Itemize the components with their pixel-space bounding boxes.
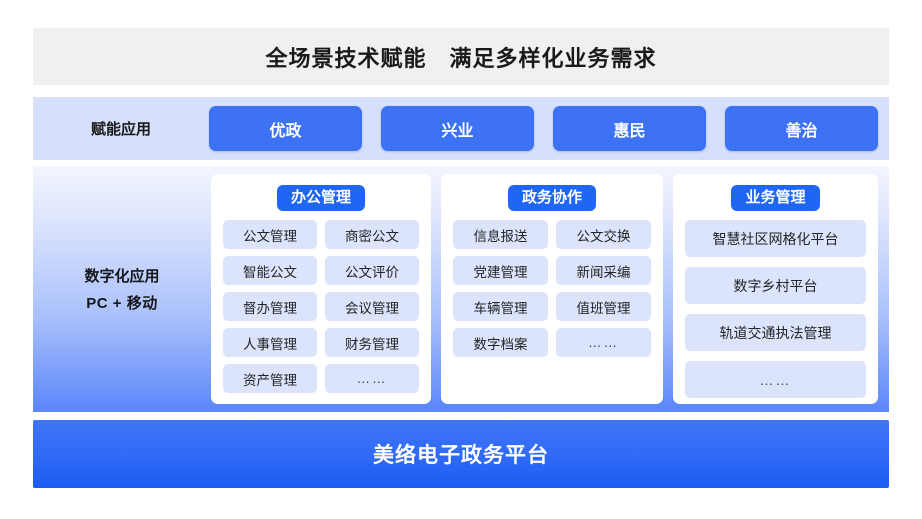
enabling-applications-label: 赋能应用	[90, 121, 151, 138]
enabling-applications-buttons: 优政 兴业 惠民 善治	[209, 106, 889, 151]
chip-item[interactable]: 智能公文	[223, 256, 317, 285]
card-government-collaboration: 政务协作 信息报送 公文交换 党建管理 新闻采编 车辆管理 值班管理 数字档案 …	[441, 174, 663, 404]
chip-item[interactable]: 会议管理	[325, 292, 419, 321]
chip-grid-business-management: 智慧社区网格化平台 数字乡村平台 轨道交通执法管理 ……	[685, 220, 866, 398]
chip-item[interactable]: 值班管理	[556, 292, 651, 321]
app-button-huimin[interactable]: 惠民	[553, 106, 706, 151]
chip-item[interactable]: 财务管理	[325, 328, 419, 357]
chip-item-more[interactable]: ……	[556, 328, 651, 357]
chip-item[interactable]: 轨道交通执法管理	[685, 314, 866, 351]
chip-item[interactable]: 督办管理	[223, 292, 317, 321]
digital-applications-label: 数字化应用 PC + 移动	[33, 166, 211, 412]
chip-item-more[interactable]: ……	[685, 361, 866, 398]
chip-item[interactable]: 数字乡村平台	[685, 267, 866, 304]
chip-item[interactable]: 党建管理	[453, 256, 548, 285]
chip-item[interactable]: 人事管理	[223, 328, 317, 357]
chip-grid-office-management: 公文管理 商密公文 智能公文 公文评价 督办管理 会议管理 人事管理 财务管理 …	[223, 220, 419, 393]
card-business-management: 业务管理 智慧社区网格化平台 数字乡村平台 轨道交通执法管理 ……	[673, 174, 878, 404]
chip-item[interactable]: 智慧社区网格化平台	[685, 220, 866, 257]
chip-item[interactable]: 数字档案	[453, 328, 548, 357]
chip-item[interactable]: 公文管理	[223, 220, 317, 249]
page-title: 全场景技术赋能 满足多样化业务需求	[265, 45, 657, 71]
app-button-xingye[interactable]: 兴业	[381, 106, 534, 151]
platform-label: 美络电子政务平台	[373, 444, 549, 467]
app-button-shanzhi[interactable]: 善治	[725, 106, 878, 151]
digital-applications-cards: 办公管理 公文管理 商密公文 智能公文 公文评价 督办管理 会议管理 人事管理 …	[211, 166, 889, 412]
chip-item[interactable]: 信息报送	[453, 220, 548, 249]
platform-bar: 美络电子政务平台	[33, 420, 889, 488]
title-band: 全场景技术赋能 满足多样化业务需求	[33, 28, 889, 85]
digital-applications-row: 数字化应用 PC + 移动 办公管理 公文管理 商密公文 智能公文 公文评价 督…	[33, 166, 889, 412]
chip-item[interactable]: 资产管理	[223, 364, 317, 393]
card-office-management: 办公管理 公文管理 商密公文 智能公文 公文评价 督办管理 会议管理 人事管理 …	[211, 174, 431, 404]
chip-item-more[interactable]: ……	[325, 364, 419, 393]
chip-item[interactable]: 车辆管理	[453, 292, 548, 321]
chip-item[interactable]: 公文评价	[325, 256, 419, 285]
app-button-youzheng[interactable]: 优政	[209, 106, 362, 151]
chip-grid-government-collaboration: 信息报送 公文交换 党建管理 新闻采编 车辆管理 值班管理 数字档案 ……	[453, 220, 651, 392]
chip-item[interactable]: 公文交换	[556, 220, 651, 249]
card-badge-business-management: 业务管理	[731, 185, 820, 211]
digital-applications-label-line2: PC + 移动	[86, 295, 158, 312]
card-badge-government-collaboration: 政务协作	[507, 185, 596, 211]
card-badge-office-management: 办公管理	[276, 185, 365, 211]
digital-applications-label-line1: 数字化应用	[84, 268, 160, 285]
chip-item[interactable]: 商密公文	[325, 220, 419, 249]
enabling-applications-row: 赋能应用 优政 兴业 惠民 善治	[33, 97, 889, 160]
chip-item[interactable]: 新闻采编	[556, 256, 651, 285]
